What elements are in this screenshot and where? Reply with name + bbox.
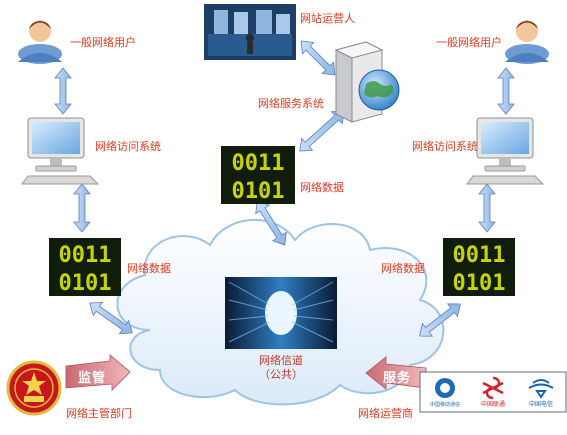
- label-web-service: 网络服务系统: [258, 97, 324, 110]
- arrow-data-cloud-left: [89, 301, 133, 335]
- user-icon-left: [18, 20, 62, 64]
- computer-icon-left: [21, 117, 100, 185]
- supervise-tag: [65, 354, 131, 391]
- china-telecom-logo: 中国电信: [519, 375, 563, 409]
- china-mobile-logo: 中国移动通信: [423, 375, 467, 409]
- label-data-top: 网络数据: [300, 181, 344, 194]
- data-line-2: 0101: [453, 271, 506, 296]
- computer-icon-right: [466, 117, 545, 185]
- user-icon-right: [505, 20, 549, 64]
- carrier-logos: 中国移动通信 中国联通 中国电信: [419, 371, 567, 413]
- binary-data-icon-right: 0011 0101: [443, 238, 515, 296]
- label-access-right: 网络访问系统: [412, 140, 478, 153]
- label-data-left: 网络数据: [127, 262, 171, 275]
- arrow-user-computer-right: [497, 67, 515, 115]
- arrow-computer-data-left: [73, 183, 91, 233]
- arrow-operator-server: [300, 40, 336, 76]
- national-emblem-icon: [6, 360, 62, 416]
- data-line-2: 0101: [59, 271, 112, 296]
- data-line-1: 0011: [453, 243, 506, 268]
- data-line-1: 0011: [59, 243, 112, 268]
- arrows: [54, 40, 515, 337]
- label-channel-sub: （公共）: [259, 368, 303, 381]
- photo-icon-site-operator: [204, 4, 296, 60]
- label-channel: 网络信道: [259, 354, 303, 367]
- label-data-right: 网络数据: [381, 262, 425, 275]
- supervise-tag-text: 监管: [78, 371, 107, 386]
- globe-icon: [358, 69, 400, 111]
- svg-text:中国联通: 中国联通: [481, 400, 505, 408]
- china-unicom-logo: 中国联通: [471, 375, 515, 409]
- label-authority: 网络主管部门: [66, 407, 132, 420]
- label-carrier: 网络运营商: [358, 407, 413, 420]
- arrow-user-computer-left: [54, 67, 72, 115]
- label-user-left: 一般网络用户: [70, 36, 136, 49]
- arrow-data-cloud-right: [419, 303, 461, 337]
- label-site-operator: 网站运营人: [300, 12, 355, 25]
- arrow-data-cloud-top: [255, 200, 287, 246]
- serve-tag-text: 服务: [383, 371, 412, 386]
- binary-data-icon-top: 0011 0101: [221, 146, 295, 204]
- svg-text:中国电信: 中国电信: [529, 400, 553, 408]
- serve-tag: [365, 356, 427, 390]
- arrow-computer-data-right: [478, 183, 496, 233]
- label-access-left: 网络访问系统: [95, 140, 161, 153]
- server-icon: [334, 41, 400, 123]
- label-user-right: 一般网络用户: [436, 36, 502, 49]
- svg-text:中国移动通信: 中国移动通信: [430, 401, 460, 408]
- data-line-1: 0011: [232, 151, 285, 176]
- binary-data-icon-left: 0011 0101: [49, 238, 121, 296]
- data-line-2: 0101: [232, 179, 285, 204]
- data-tunnel-image: [225, 277, 337, 349]
